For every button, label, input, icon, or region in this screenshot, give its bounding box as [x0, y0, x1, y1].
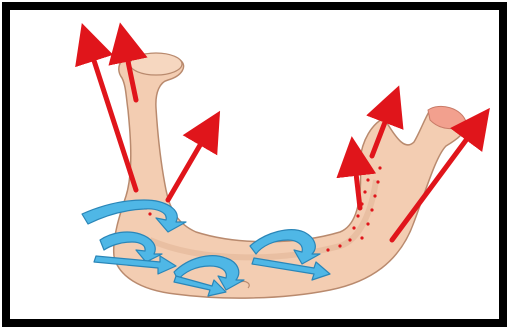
- condyle-head: [130, 53, 182, 75]
